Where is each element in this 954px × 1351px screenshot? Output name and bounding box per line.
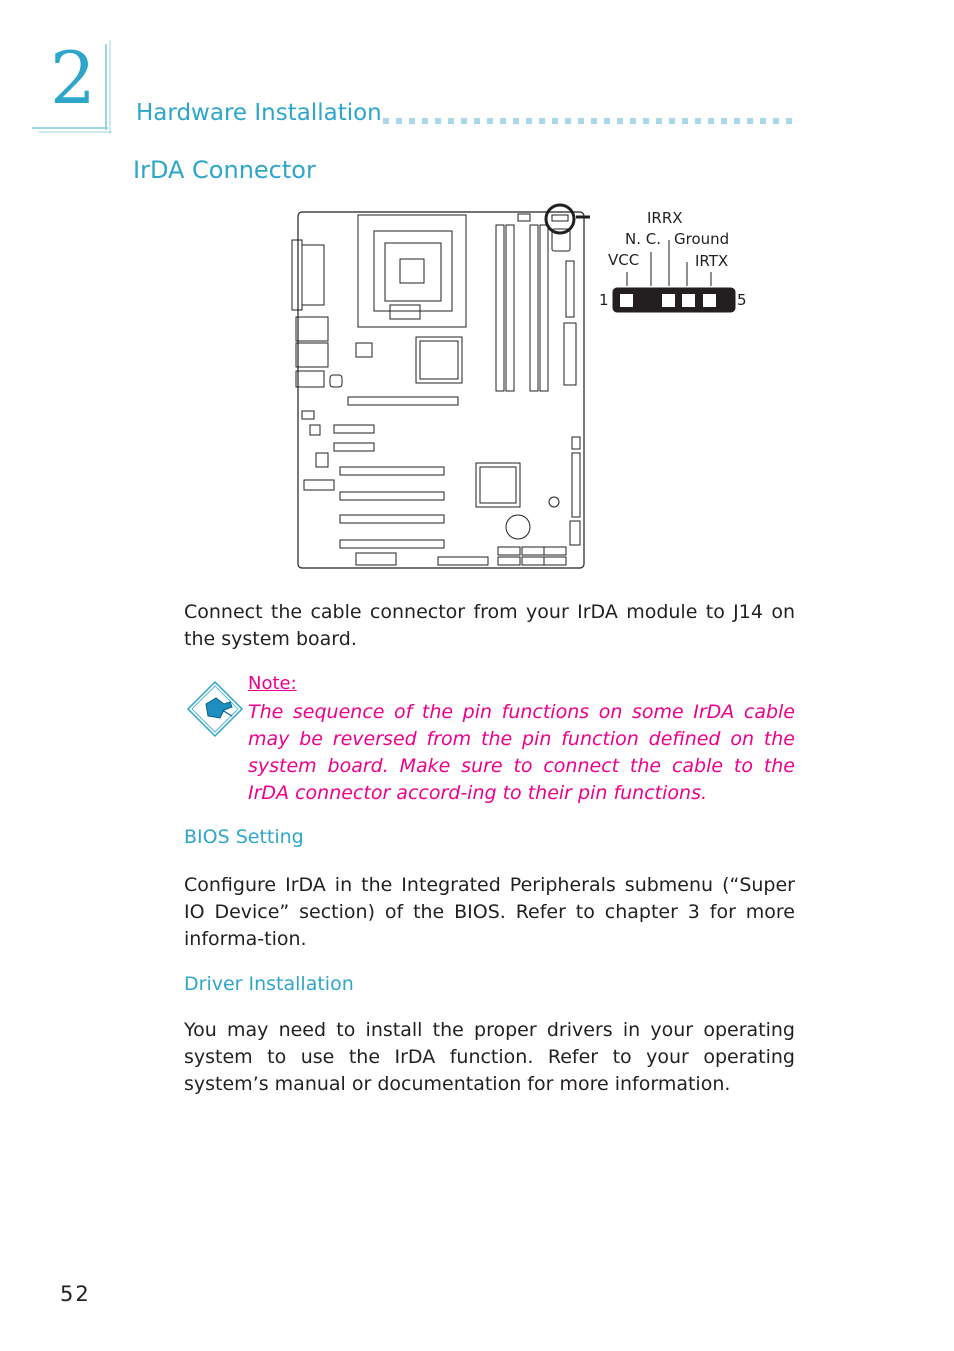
chapter-number: 2 [50, 36, 96, 120]
pci-slot-2 [339, 491, 445, 501]
pin-label-vcc: VCC [608, 251, 640, 269]
pci-slot-4 [339, 539, 445, 549]
pin-3 [662, 294, 675, 307]
cmos-battery [505, 514, 531, 540]
pin-label-irrx: IRRX [647, 209, 683, 227]
pin-label-ground: Ground [674, 230, 730, 248]
note-hand-icon [186, 680, 244, 738]
pin-label-nc: N. C. [625, 230, 661, 248]
pin-1 [620, 294, 633, 307]
driver-paragraph: You may need to install the proper drive… [184, 1019, 795, 1095]
section-title: IrDA Connector [133, 156, 316, 184]
io-port-stack [301, 244, 325, 306]
page-number: 52 [60, 1282, 91, 1306]
southbridge-chip [475, 462, 521, 508]
audio-port [295, 370, 325, 388]
pin-number-first: 1 [599, 291, 609, 309]
note-label: Note: [248, 673, 297, 694]
dimm-slot-1 [495, 224, 505, 392]
intro-paragraph: Connect the cable connector from your Ir… [184, 601, 795, 650]
note-text: The sequence of the pin functions on som… [248, 701, 795, 804]
pcie-x16-slot [347, 396, 459, 406]
pci-slot-1 [339, 466, 445, 476]
pin-5 [703, 294, 716, 307]
serial-port-shape [291, 239, 303, 311]
pin-4 [682, 294, 695, 307]
pin-header-graphic [612, 240, 736, 313]
motherboard-diagram [291, 203, 590, 569]
dimm-slot-2 [505, 224, 515, 392]
driver-installation-heading: Driver Installation [184, 973, 354, 995]
cpu-socket-outline [357, 214, 467, 328]
bios-paragraph: Configure IrDA in the Integrated Periphe… [184, 874, 795, 950]
pci-slot-3 [339, 514, 445, 524]
northbridge-chip [415, 336, 463, 384]
dimm-slot-4 [539, 224, 549, 392]
irda-highlight-circle [544, 203, 576, 235]
bios-setting-heading: BIOS Setting [184, 826, 304, 848]
pin-label-irtx: IRTX [695, 252, 729, 270]
dimm-slot-3 [529, 224, 539, 392]
usb-lan-port [295, 316, 329, 342]
usb-port [295, 342, 329, 368]
pin-number-last: 5 [737, 291, 747, 309]
header-dotted-rule [383, 118, 792, 124]
chapter-frame [32, 40, 112, 134]
page-header-title: Hardware Installation [136, 100, 382, 126]
